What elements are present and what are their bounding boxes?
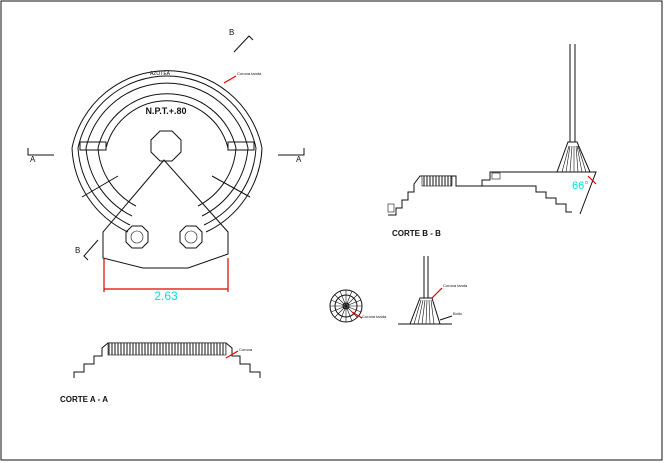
detail-leader-1 [351,311,363,319]
plan-view: AZOTEA N.P.T.+.80 Corona tanda A A B B 2… [27,28,305,303]
pillar-right [179,225,203,249]
corte-a-leader [225,350,239,359]
corte-b-angle: 66° [572,180,589,192]
corte-b-base [556,141,591,173]
detail-base-spokes [330,290,362,322]
ring-lower-left-3 [85,147,133,217]
corte-b-section: 66° CORTE B - B [387,44,597,238]
top-note: Corona tanda [237,71,262,76]
corte-b-hatch [421,175,453,187]
corte-b-base-ribs [561,145,587,173]
top-note-leader [223,75,237,84]
dimension-line [103,258,229,292]
detail-leader-2 [431,287,443,299]
level-label: N.P.T.+.80 [145,106,186,116]
corte-b-step-block [491,172,501,180]
section-b-bottom-label: B [75,246,80,255]
ring-inner-1 [97,93,237,149]
ring-outer-3 [85,82,249,149]
ring-lower-right-2 [203,147,257,226]
detail-pole-base-ribs [413,299,435,325]
corte-b-profile [388,171,597,216]
pillar-right-core [184,230,198,244]
dimension-value: 2.63 [154,289,178,303]
side-block-right [227,141,255,151]
ring-lower-left-2 [77,147,131,226]
ring-lower-left-1 [71,147,129,233]
corte-a-hatch [107,342,227,356]
side-block-left [79,141,107,151]
ring-outer-1 [71,70,263,149]
arrow-right [211,175,251,198]
corte-a-title: CORTE A - A [60,395,108,404]
ring-lower-right-1 [205,147,263,233]
section-a-right-label: A [296,155,302,164]
section-mark-a-right [278,148,305,156]
corte-b-small-block [387,203,395,213]
ring-outer-2 [77,75,257,149]
pillar-left-core [130,230,144,244]
arch-label: AZOTEA [150,71,171,77]
detail-leader-3 [439,315,453,321]
section-b-top-label: B [229,28,234,37]
corte-b-title: CORTE B - B [392,229,441,238]
ring-lower-right-4 [197,147,237,207]
detail-views: Corona tanda Corona tanda Bollo [329,256,468,325]
arrow-left [81,175,119,198]
ring-inner-2 [105,100,229,149]
corte-a-section: Corona CORTE A - A [60,342,261,404]
corte-b-steps [456,185,572,213]
corte-b-angle-arc [587,175,597,185]
section-mark-b-top [233,35,254,53]
section-mark-b-bottom [83,239,99,261]
section-a-left-label: A [30,155,36,164]
section-mark-a-left [27,148,54,156]
pillar-left [125,225,149,249]
detail-note-1: Corona tanda [362,314,387,319]
center-octagon [150,130,182,162]
ring-lower-left-4 [97,147,137,207]
corte-a-note: Corona [239,347,253,352]
detail-note-3: Corona tanda [443,283,468,288]
detail-note-2: Bollo [453,311,463,316]
triangular-platform [102,159,229,269]
